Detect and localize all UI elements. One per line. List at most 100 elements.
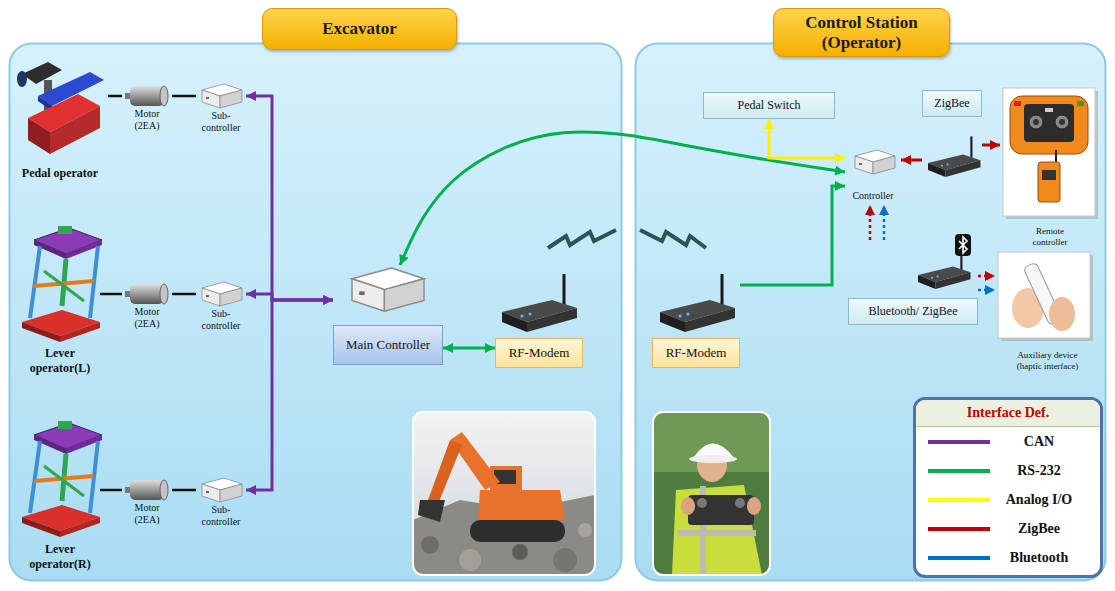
- illustration-part: [413, 412, 595, 575]
- panel-outline: [636, 44, 1106, 581]
- legend-line-sample: [928, 556, 990, 560]
- connector: [172, 293, 196, 296]
- illustration-part: [653, 412, 770, 575]
- illustration-part: [512, 544, 528, 560]
- illustration-part: [735, 498, 745, 508]
- legend-row: Analog I/O: [916, 485, 1100, 514]
- node-label: Sub-controller: [196, 308, 246, 332]
- sub-controller: Sub-controller: [196, 281, 246, 332]
- connector: [172, 489, 196, 492]
- node-label: RF-Modem: [652, 338, 740, 368]
- connector: [172, 95, 196, 98]
- motor: Motor (2EA): [122, 478, 172, 526]
- excavator-panel: ExcavatorPedal operatorMotor (2EA)Sub-co…: [8, 42, 623, 582]
- zigbee-module: ZigBee: [922, 90, 982, 185]
- motor: Motor (2EA): [122, 84, 172, 132]
- legend-title: Interface Def.: [916, 400, 1100, 427]
- illustration-part: [553, 548, 577, 572]
- connector: [100, 293, 122, 296]
- illustration-part: [1010, 96, 1088, 154]
- lever-operator: Lever operator(R): [20, 418, 100, 572]
- remote-controller: Remote controller: [1000, 86, 1100, 249]
- illustration-part: [450, 432, 500, 490]
- bluetooth-zigbee-module: Bluetooth/ ZigBee: [848, 240, 978, 325]
- illustration-part: [459, 549, 481, 571]
- node-label: Main Controller: [333, 325, 443, 365]
- legend-label: CAN: [990, 434, 1088, 450]
- motor: Motor (2EA): [122, 282, 172, 330]
- rf-modem: RF-Modem: [495, 262, 583, 368]
- main-controller: Main Controller: [333, 265, 443, 365]
- illustration-part: [1045, 108, 1053, 112]
- control-station-panel: Control Station (Operator)Pedal SwitchZi…: [634, 42, 1107, 582]
- excavator-photo: [413, 412, 595, 575]
- connector: [982, 144, 1000, 147]
- node-label: Motor (2EA): [122, 502, 172, 526]
- node-label: Remote controller: [1020, 226, 1080, 249]
- interface-legend: Interface Def.CANRS-232Analog I/OZigBeeB…: [913, 397, 1103, 578]
- connector: [108, 95, 122, 98]
- panel-title: Excavator: [316, 15, 403, 43]
- node-label: Motor (2EA): [122, 306, 172, 330]
- bluetooth-symbol: [955, 234, 971, 256]
- illustration-part: [672, 485, 762, 575]
- connector: [978, 289, 995, 292]
- illustration-part: [17, 71, 27, 87]
- node-label: Pedal Switch: [703, 92, 835, 119]
- motor-icon: [125, 284, 168, 304]
- illustration-part: [1029, 115, 1043, 129]
- illustration-part: [1077, 101, 1084, 106]
- legend-row: ZigBee: [916, 514, 1100, 543]
- pedal-operator: Pedal operator: [12, 58, 108, 181]
- legend-line-sample: [928, 527, 990, 531]
- illustration-part: [1014, 101, 1021, 106]
- illustration-part: [959, 237, 967, 253]
- pedal-switch: Pedal Switch: [703, 92, 835, 119]
- illustration-part: [955, 234, 971, 256]
- panel-outline: [10, 44, 622, 581]
- illustration-part: [1042, 170, 1056, 180]
- legend-row: Bluetooth: [916, 543, 1100, 572]
- node-label: Auxiliary device (haptic interface): [1008, 350, 1088, 373]
- motor-icon: [125, 480, 168, 500]
- node-label: Sub-controller: [196, 110, 246, 134]
- illustration-part: [653, 412, 770, 575]
- node-label: Lever operator(L): [20, 346, 100, 376]
- illustration-part: [1059, 119, 1065, 125]
- illustration-part: [697, 498, 707, 508]
- controller: Controller: [845, 146, 901, 205]
- illustration-part: [1055, 150, 1057, 162]
- illustration-part: [678, 530, 756, 536]
- illustration-part: [413, 412, 595, 575]
- title-tab: Excavator: [262, 8, 457, 50]
- illustration-part: [689, 455, 737, 463]
- panel-background: [8, 42, 623, 582]
- illustration-part: [688, 495, 754, 525]
- node-label: Controller: [845, 190, 901, 202]
- node-label: Lever operator(R): [20, 542, 100, 572]
- connector: [901, 159, 922, 162]
- node-label: ZigBee: [922, 90, 982, 117]
- illustration-part: [998, 252, 1090, 338]
- title-tab: Control Station (Operator): [773, 8, 950, 57]
- illustration-part: [653, 412, 770, 575]
- auxiliary-device: Auxiliary device (haptic interface): [995, 250, 1100, 373]
- sub-controller: Sub-controller: [196, 83, 246, 134]
- illustration-part: [681, 497, 695, 515]
- operator-photo: [653, 412, 770, 575]
- connector: [443, 347, 495, 350]
- illustration-part: [1055, 115, 1069, 129]
- connector: [978, 275, 995, 278]
- connector: [100, 489, 122, 492]
- illustration-part: [413, 412, 595, 575]
- node-label: Bluetooth/ ZigBee: [848, 298, 978, 325]
- haptic-device-figure: [998, 252, 1093, 341]
- legend-row: CAN: [916, 427, 1100, 456]
- legend-line-sample: [928, 498, 990, 502]
- illustration-part: [578, 523, 592, 537]
- illustration-part: [1033, 119, 1039, 125]
- node-label: Pedal operator: [12, 166, 108, 181]
- illustration-part: [421, 536, 439, 554]
- illustration-part: [428, 440, 462, 504]
- illustration-part: [1003, 88, 1095, 216]
